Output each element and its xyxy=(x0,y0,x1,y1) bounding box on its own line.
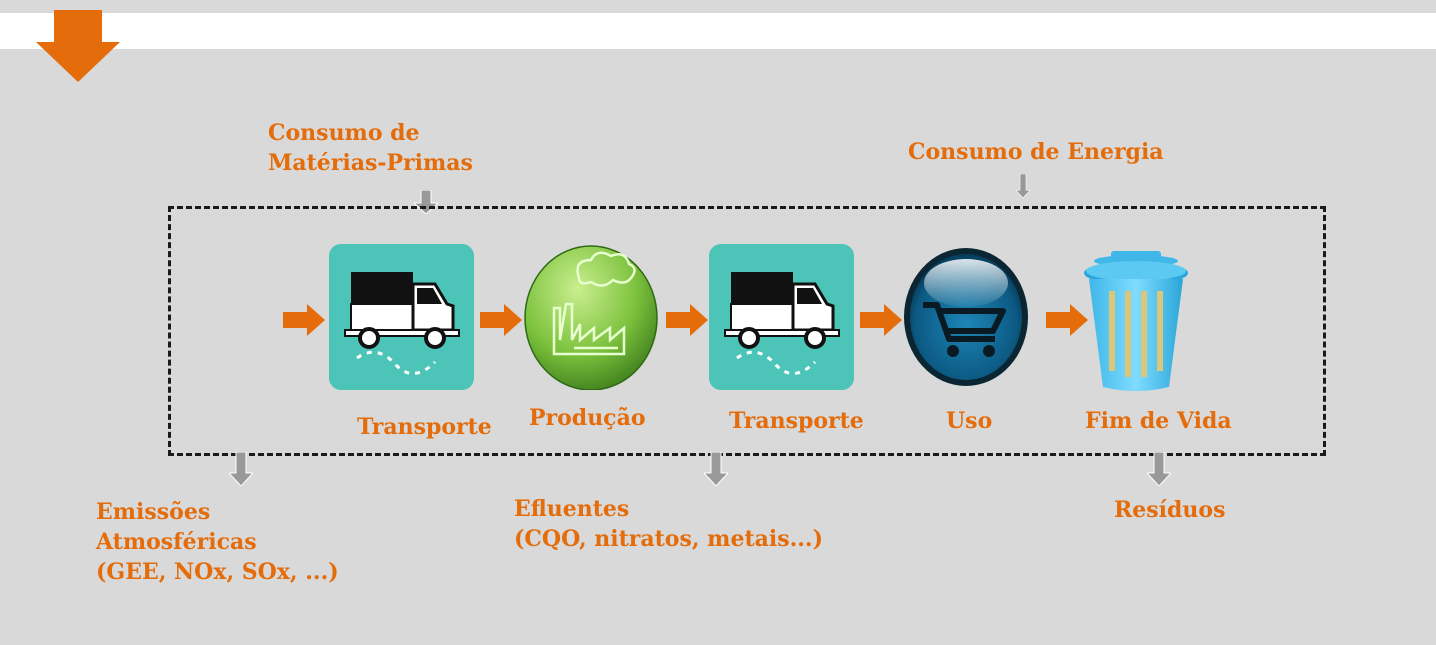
waste-label: Resíduos xyxy=(1114,497,1226,523)
emissions-label: Emissões Atmosféricas (GEE, NOx, SOx, ..… xyxy=(96,497,339,587)
energy-label: Consumo de Energia xyxy=(908,139,1164,165)
top-band xyxy=(0,0,1436,13)
input-arrow-icon xyxy=(1015,174,1031,198)
output-arrow-icon xyxy=(1147,452,1171,486)
output-arrow-icon xyxy=(704,452,728,486)
flow-arrow-icon xyxy=(283,304,325,336)
flow-arrow-icon xyxy=(666,304,708,336)
truck-icon xyxy=(709,244,854,390)
trash-bin-icon xyxy=(1084,251,1188,391)
effluents-line-1: Efluentes xyxy=(514,496,630,522)
raw-materials-label: Consumo de Matérias-Primas xyxy=(268,118,473,178)
stage-label-production: Produção xyxy=(529,405,646,431)
stage-label-use: Uso xyxy=(946,408,993,434)
output-arrow-icon xyxy=(229,452,253,486)
effluents-label: Efluentes (CQO, nitratos, metais...) xyxy=(514,494,823,554)
system-boundary xyxy=(168,206,1326,456)
truck-icon xyxy=(329,244,474,390)
stage-label-transport-1: Transporte xyxy=(357,414,492,440)
emissions-line-1: Emissões xyxy=(96,499,211,525)
raw-materials-line-2: Matérias-Primas xyxy=(268,150,473,176)
shopping-cart-icon xyxy=(904,248,1028,386)
left-strip xyxy=(0,49,13,645)
emissions-line-2: Atmosféricas xyxy=(96,529,257,555)
raw-materials-line-1: Consumo de xyxy=(268,120,420,146)
down-arrow-icon xyxy=(36,10,120,82)
effluents-line-2: (CQO, nitratos, metais...) xyxy=(514,526,823,552)
factory-icon xyxy=(524,245,658,390)
header-band xyxy=(0,13,1436,49)
stage-label-end-of-life: Fim de Vida xyxy=(1085,408,1232,434)
stage-label-transport-2: Transporte xyxy=(729,408,864,434)
emissions-line-3: (GEE, NOx, SOx, ...) xyxy=(96,559,339,585)
flow-arrow-icon xyxy=(860,304,902,336)
flow-arrow-icon xyxy=(480,304,522,336)
flow-arrow-icon xyxy=(1046,304,1088,336)
